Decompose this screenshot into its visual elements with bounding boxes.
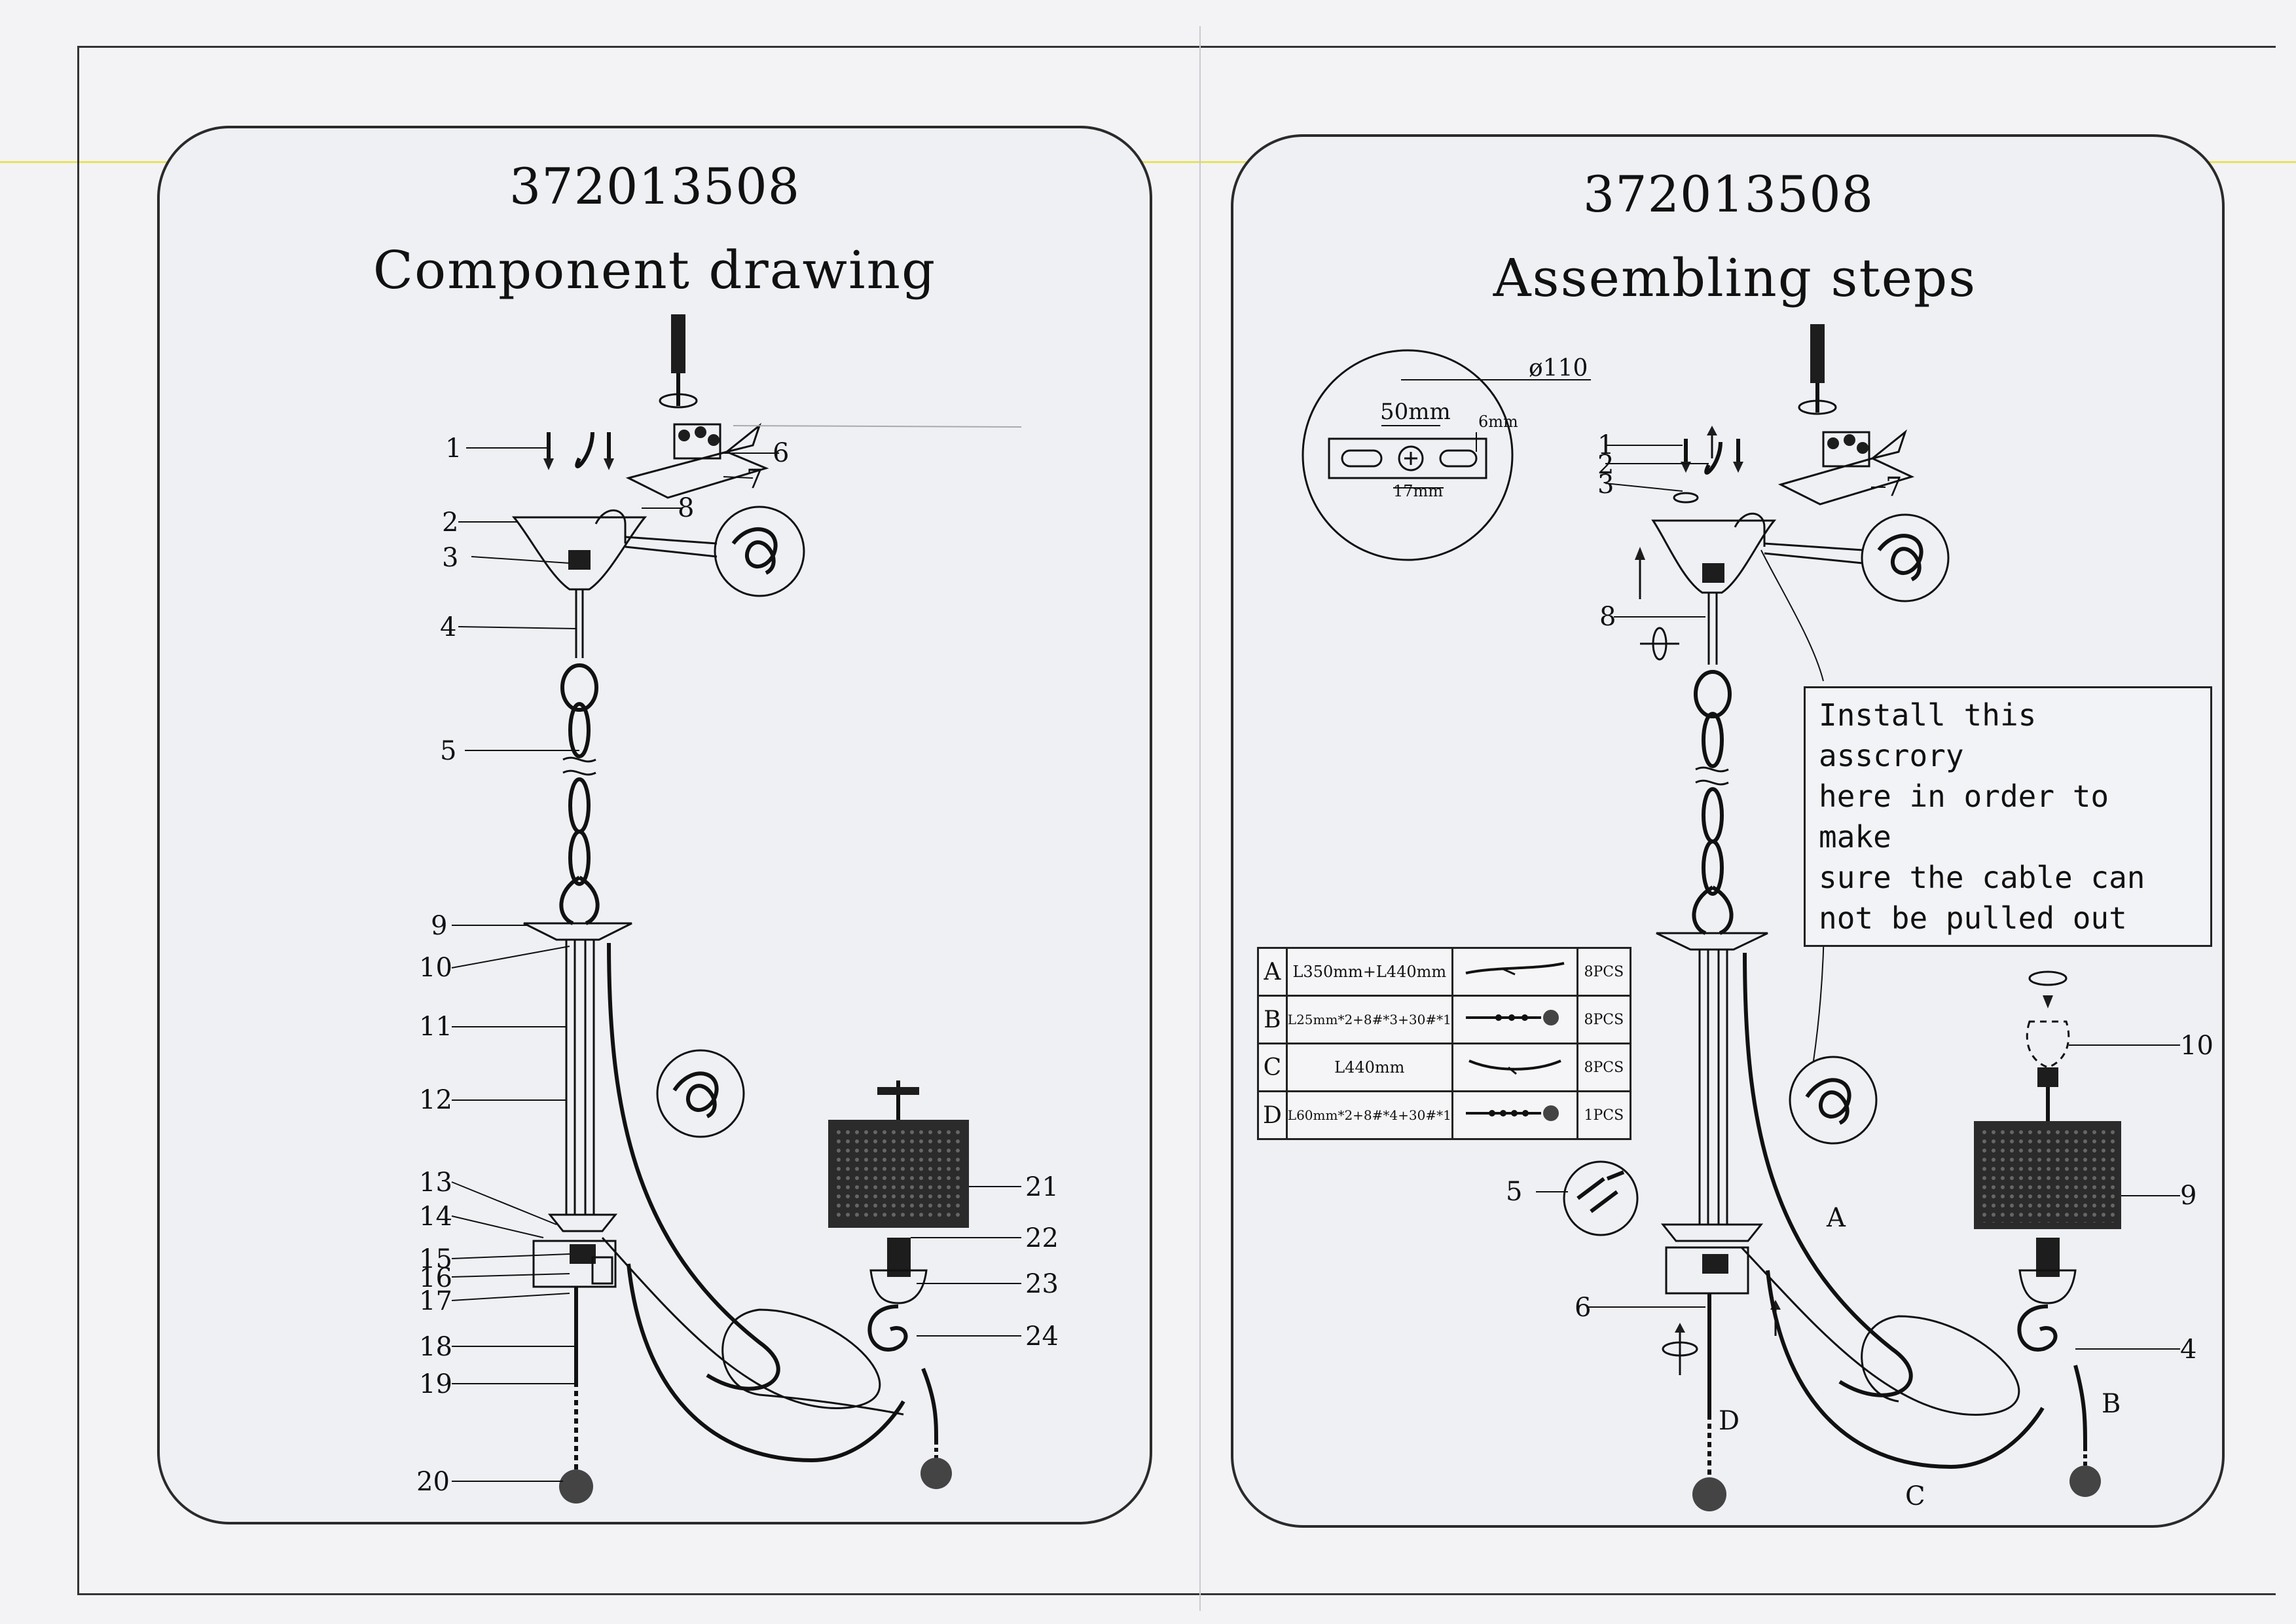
part-16-label: 16 [419,1263,452,1293]
step-3-label: 3 [1597,470,1614,500]
part-14-label: 14 [419,1202,452,1232]
part-10-label: 10 [419,953,452,983]
row-qty: 8PCS [1576,947,1632,997]
drop-crystal-arm-left [920,1458,952,1489]
part-23-label: 23 [1025,1269,1059,1299]
arm-D-label: D [1719,1406,1740,1436]
table-row: A L350mm+L440mm 8PCS [1257,947,1632,997]
arm-B-label: B [2102,1389,2121,1419]
bracket-height-label: 6mm [1478,413,1518,431]
part-1-label: 1 [445,434,462,464]
part-15-label: 15 [419,1244,452,1274]
parts-table: A L350mm+L440mm 8PCS B L25mm*2+8#*3+30#*… [1257,947,1632,1140]
row-crystal-icon [1451,995,1578,1044]
part-24-label: 24 [1025,1321,1059,1352]
part-2-label: 2 [442,507,459,538]
step-7-label: 7 [1886,472,1903,502]
table-row: B L25mm*2+8#*3+30#*1 8PCS [1257,995,1632,1044]
row-qty: 1PCS [1576,1090,1632,1140]
part-9-label: 9 [431,911,448,941]
note-line-2: here in order to make [1819,779,2109,855]
part-13-label: 13 [419,1168,452,1198]
part-18-label: 18 [419,1332,452,1362]
step-4-label: 4 [2180,1335,2197,1365]
row-qty: 8PCS [1576,1043,1632,1092]
part-5-label: 5 [440,736,457,766]
step-2-label: 2 [1597,450,1614,480]
scan-guide-line [0,161,2296,163]
bracket-length-label: 50mm [1380,399,1451,425]
row-key: C [1257,1043,1288,1092]
row-spec: L440mm [1285,1043,1453,1092]
part-3-label: 3 [442,543,459,573]
bracket-spacing-label: 17mm [1393,482,1444,500]
right-chandelier-drawing [1302,324,2180,1511]
knot-detail-left [714,506,805,597]
row-arm-icon [1451,1043,1578,1092]
canopy-left [511,516,647,591]
note-line-3: sure the cable can [1819,860,2145,895]
part-11-label: 11 [419,1012,452,1042]
step-1-label: 1 [1597,430,1614,460]
part-4-label: 4 [440,612,457,642]
row-key: B [1257,995,1288,1044]
note-line-1: Install this asscrory [1819,697,2037,773]
table-row: C L440mm 8PCS [1257,1043,1632,1092]
part-19-label: 19 [419,1369,452,1399]
part-20-label: 20 [416,1467,450,1497]
left-chandelier-drawing [451,314,1022,1504]
bracket-diameter-label: ø110 [1529,355,1588,382]
part-21-label: 21 [1025,1172,1059,1202]
stem-left [565,938,595,1216]
drop-crystal-arm-right [2069,1466,2101,1497]
part-12-label: 12 [419,1085,452,1115]
row-key: A [1257,947,1288,997]
part-17-label: 17 [419,1286,452,1316]
drop-crystal-right [1692,1477,1726,1511]
part-6-label: 6 [773,438,790,468]
row-spec: L25mm*2+8#*3+30#*1 [1285,995,1453,1044]
part-22-label: 22 [1025,1223,1059,1253]
step-8-label: 8 [1599,602,1616,632]
note-line-4: not be pulled out [1819,900,2127,936]
row-spec: L60mm*2+8#*4+30#*1 [1285,1090,1453,1140]
mounting-bracket [1328,437,1487,479]
sheet-frame [77,46,2276,1595]
component-drawing-panel [157,126,1152,1524]
chain-link-left [560,663,598,712]
arm-C-label: C [1905,1481,1925,1511]
screwdriver-handle-left [671,314,685,373]
bracket-detail-circle [1302,349,1514,561]
step-9-label: 9 [2180,1181,2197,1211]
step-6-label: 6 [1575,1293,1592,1323]
cable-note: Install this asscrory here in order to m… [1804,686,2212,947]
step-5-label: 5 [1506,1177,1523,1207]
terminal-block-left [625,451,769,499]
left-model-number: 372013508 [509,157,801,215]
drop-crystal-left [559,1469,593,1504]
row-crystal-icon [1451,1090,1578,1140]
table-row: D L60mm*2+8#*4+30#*1 1PCS [1257,1090,1632,1140]
fold-line [1199,26,1201,1611]
row-arm-icon [1451,947,1578,997]
step-10-label: 10 [2180,1031,2214,1061]
row-key: D [1257,1090,1288,1140]
left-title: Component drawing [373,240,937,301]
arm-A-label: A [1827,1203,1846,1233]
row-spec: L350mm+L440mm [1285,947,1453,997]
part-7-label: 7 [746,464,763,494]
part-8-label: 8 [678,493,695,523]
right-model-number: 372013508 [1582,165,1874,223]
arm-left [607,942,780,1391]
right-title: Assembling steps [1493,248,1977,308]
row-qty: 8PCS [1576,995,1632,1044]
